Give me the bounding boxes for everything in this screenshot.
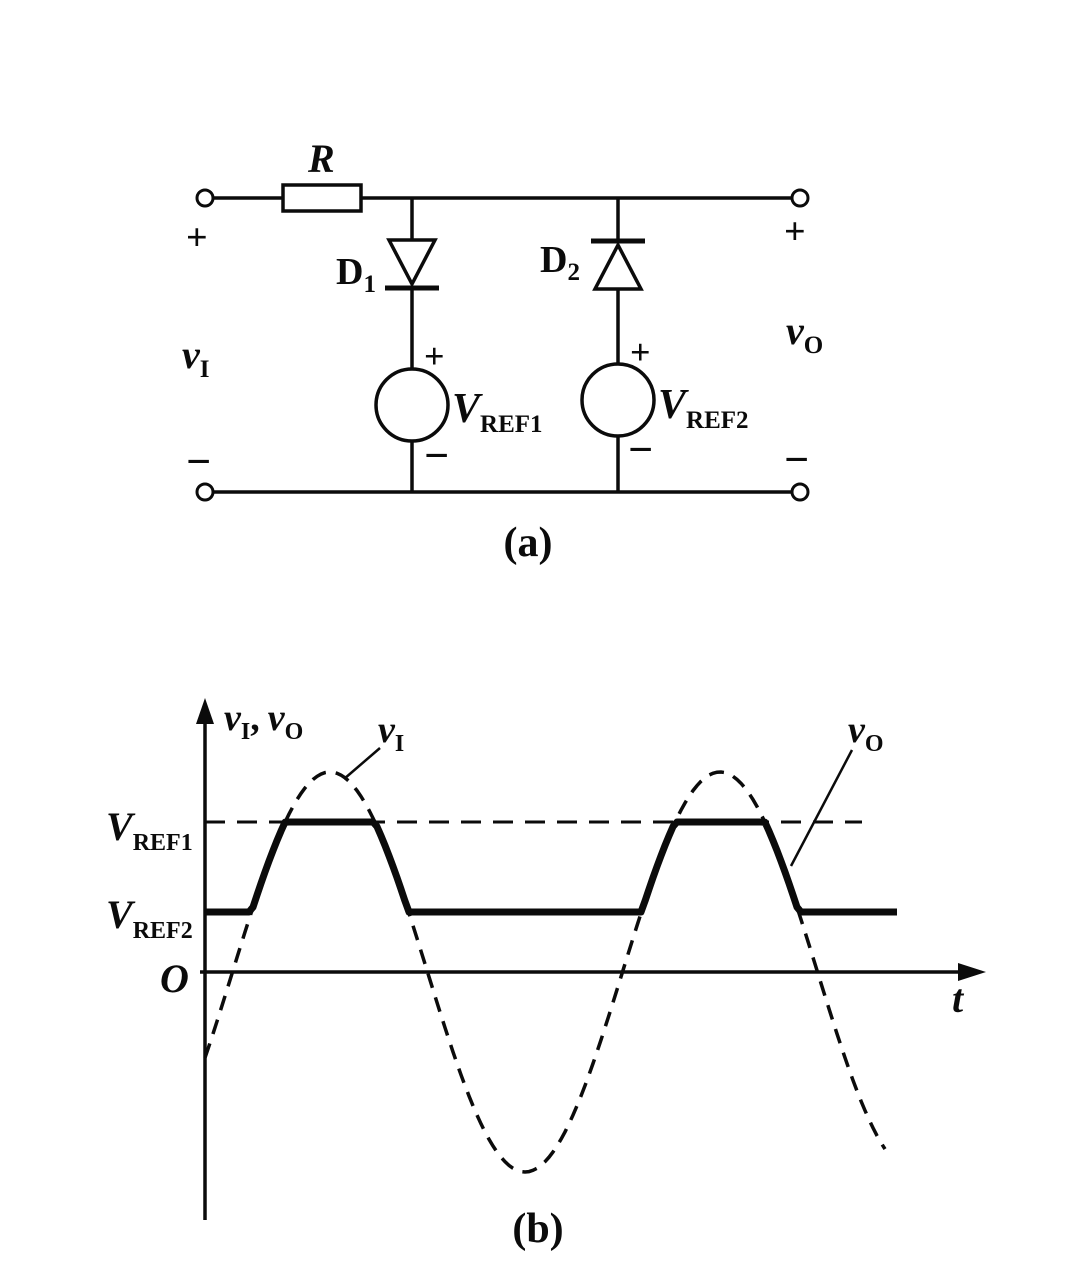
y-axis-label: vI,vO	[224, 697, 303, 745]
circuit-wires	[213, 196, 792, 494]
vref2-minus-sign: −	[628, 425, 653, 474]
resistor-body	[281, 183, 363, 213]
diode-d1	[385, 238, 439, 291]
vref1-source	[374, 367, 450, 443]
resistor-label: R	[307, 136, 335, 181]
input-plus-sign: +	[186, 217, 208, 259]
diode-d2-triangle	[592, 241, 644, 291]
y-axis-arrow	[196, 698, 214, 724]
caption-a: (a)	[504, 520, 553, 566]
input-bottom-terminal	[195, 482, 215, 502]
output-minus-sign: −	[784, 435, 809, 484]
origin-label: O	[160, 956, 189, 1001]
vref2-plus-sign: +	[630, 332, 651, 372]
diode-d1-label: D1	[336, 251, 376, 298]
v-in-label: vI	[182, 332, 210, 383]
vref2-level-label: VREF2	[106, 892, 193, 944]
caption-b: (b)	[512, 1206, 563, 1252]
vref2-label: VREF2	[658, 382, 749, 434]
diode-d2	[591, 238, 645, 291]
output-plus-sign: +	[784, 211, 806, 253]
vo-label-pointer	[789, 749, 854, 867]
vo-clipped-curve	[205, 818, 897, 916]
vi-sine-curve	[203, 770, 887, 1174]
diode-d1-triangle	[386, 238, 438, 288]
vref1-label: VREF1	[452, 386, 543, 438]
vi-label-pointer	[343, 747, 381, 780]
vo-curve-label: vO	[848, 709, 884, 757]
vi-curve-label: vI	[378, 709, 404, 757]
vref1-minus-sign: −	[424, 431, 449, 480]
waveform-plot: vI,vO O t VREF1 VREF2 vI vO (b)	[106, 697, 986, 1252]
input-top-terminal	[195, 188, 215, 208]
input-minus-sign: −	[186, 437, 211, 486]
diode-d2-label: D2	[540, 239, 580, 286]
output-bottom-terminal	[790, 482, 810, 502]
output-top-terminal	[790, 188, 810, 208]
circuit-diagram: R D1 D2 + − VREF1 + − VREF2	[182, 136, 823, 566]
x-axis-arrow	[958, 963, 986, 981]
v-out-label: vO	[786, 308, 823, 359]
vref2-source	[580, 362, 656, 438]
vref1-plus-sign: +	[424, 336, 445, 376]
vref1-level-label: VREF1	[106, 804, 193, 856]
t-axis-label: t	[952, 976, 965, 1021]
